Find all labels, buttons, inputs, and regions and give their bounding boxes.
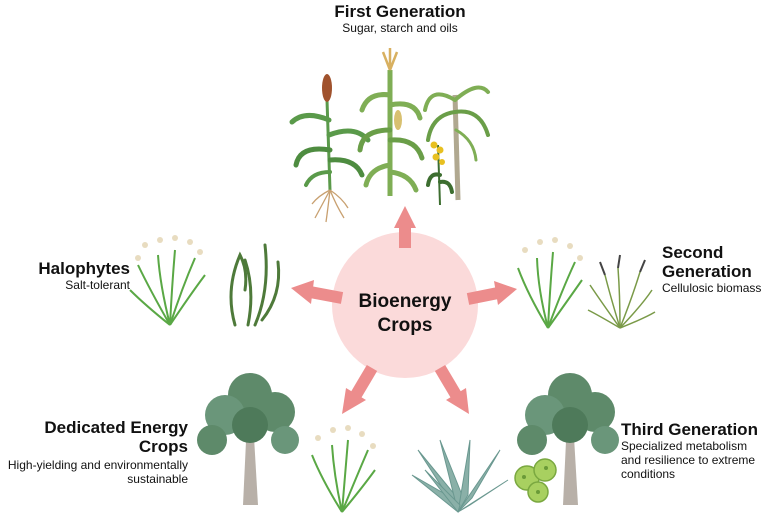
first-generation-title: First Generation — [300, 2, 500, 21]
third-generation-title: Third Generation — [621, 420, 771, 439]
grass-icon — [312, 425, 376, 512]
seagrass-icon — [231, 245, 279, 325]
first-generation-subtitle: Sugar, starch and oils — [300, 21, 500, 35]
halophytes-plants — [130, 235, 279, 325]
third-generation-label: Third Generation Specialized metabolism … — [621, 420, 771, 481]
rapeseed-icon — [428, 142, 452, 206]
second-generation-label: Second Generation Cellulosic biomass — [662, 243, 770, 295]
first-generation-label: First Generation Sugar, starch and oils — [300, 2, 500, 35]
third-generation-subtitle-line2: and resilience to extreme — [621, 453, 771, 467]
third-generation-subtitle-line3: conditions — [621, 467, 771, 481]
first-generation-plants — [292, 48, 488, 222]
center-label-line1: Bioenergy — [330, 290, 480, 314]
center-label-line2: Crops — [330, 314, 480, 338]
third-generation-plants — [412, 373, 619, 512]
dedicated-crops-label: Dedicated Energy Crops High-yielding and… — [0, 418, 188, 486]
sorghum-icon — [292, 74, 368, 222]
second-generation-title-line2: Generation — [662, 262, 770, 281]
agave-icon — [412, 440, 508, 512]
dedicated-crops-subtitle-line1: High-yielding and environmentally — [0, 458, 188, 472]
third-generation-subtitle-line1: Specialized metabolism — [621, 439, 771, 453]
second-generation-subtitle: Cellulosic biomass — [662, 281, 770, 295]
dedicated-crops-title-line2: Crops — [0, 437, 188, 456]
grass-icon — [130, 235, 205, 325]
miscanthus-icon — [588, 255, 655, 328]
switchgrass-icon — [518, 237, 583, 328]
arrow-lower-right — [440, 368, 469, 414]
center-label: Bioenergy Crops — [330, 290, 480, 338]
halophytes-title: Halophytes — [18, 259, 130, 278]
arrow-lower-left — [342, 368, 372, 414]
dedicated-crops-subtitle-line2: sustainable — [0, 472, 188, 486]
halophytes-subtitle: Salt-tolerant — [18, 278, 130, 292]
second-generation-plants — [518, 237, 655, 328]
tree-icon — [197, 373, 299, 505]
corn-icon — [360, 48, 422, 196]
second-generation-title-line1: Second — [662, 243, 770, 262]
algae-icon — [515, 459, 556, 502]
dedicated-crops-title-line1: Dedicated Energy — [0, 418, 188, 437]
halophytes-label: Halophytes Salt-tolerant — [18, 259, 130, 292]
